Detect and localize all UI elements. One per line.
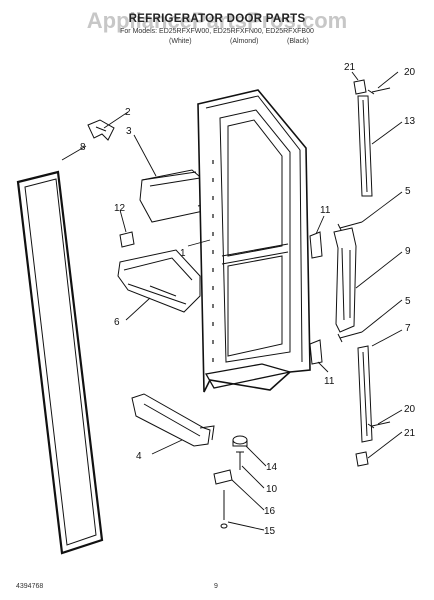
callout-21-lower: 21	[404, 428, 416, 439]
small-block-part	[119, 231, 135, 248]
screw-upper	[367, 87, 391, 95]
watermark: AppliancePartsPros.com	[86, 8, 348, 33]
door-liner	[197, 89, 311, 393]
hinge-screw	[236, 451, 244, 470]
screw-lower	[367, 421, 391, 429]
callout-11-upper: 11	[320, 205, 331, 216]
color-white: (White)	[169, 38, 192, 45]
callout-12: 12	[114, 203, 126, 214]
model-numbers: For Models: ED25RFXFW00, ED25RFXFN00, ED…	[120, 28, 314, 35]
callout-20-lower: 20	[404, 404, 416, 415]
callout-15: 15	[264, 526, 276, 537]
callout-13: 13	[404, 116, 416, 127]
handle-screw-lower	[337, 331, 363, 343]
callout-numbers: 1 2 3 4 5 5 6 7 8 9 10 11 11 12 13 14 15…	[80, 62, 416, 537]
hinge-bracket-upper	[309, 231, 323, 259]
door-handle	[333, 227, 357, 333]
callout-8: 8	[80, 142, 86, 153]
page-title: REFRIGERATOR DOOR PARTS	[128, 13, 306, 25]
callout-5-lower: 5	[405, 296, 411, 307]
leader-lines	[61, 71, 403, 531]
page-number: 9	[214, 583, 218, 590]
dairy-bin	[117, 249, 201, 313]
callout-10: 10	[266, 484, 278, 495]
callout-21-upper: 21	[344, 62, 356, 73]
end-cap-lower	[355, 451, 369, 467]
hinge-bushing	[232, 435, 248, 447]
callout-4: 4	[136, 451, 142, 462]
clip-part	[87, 119, 115, 141]
hinge-pin	[220, 490, 228, 529]
dairy-door	[139, 169, 209, 223]
callout-3: 3	[126, 126, 132, 137]
upper-trim	[357, 95, 373, 197]
color-black: (Black)	[287, 38, 309, 45]
callout-16: 16	[264, 506, 276, 517]
end-cap-upper	[353, 79, 367, 95]
callout-11-lower: 11	[324, 376, 335, 387]
callout-20-upper: 20	[404, 67, 416, 78]
color-almond: (Almond)	[230, 38, 259, 45]
lower-trim	[357, 345, 373, 443]
callout-2: 2	[125, 107, 131, 118]
callout-1: 1	[180, 248, 186, 259]
callout-5-upper: 5	[405, 186, 411, 197]
callout-9: 9	[405, 246, 411, 257]
hinge-bracket-lower	[309, 339, 323, 365]
door-gasket	[16, 170, 104, 555]
hinge-washer	[213, 469, 233, 485]
callout-6: 6	[114, 317, 120, 328]
diagram-part-number: 4394768	[16, 583, 44, 590]
callout-14: 14	[266, 462, 278, 473]
callout-7: 7	[405, 323, 411, 334]
door-bin	[131, 393, 215, 447]
